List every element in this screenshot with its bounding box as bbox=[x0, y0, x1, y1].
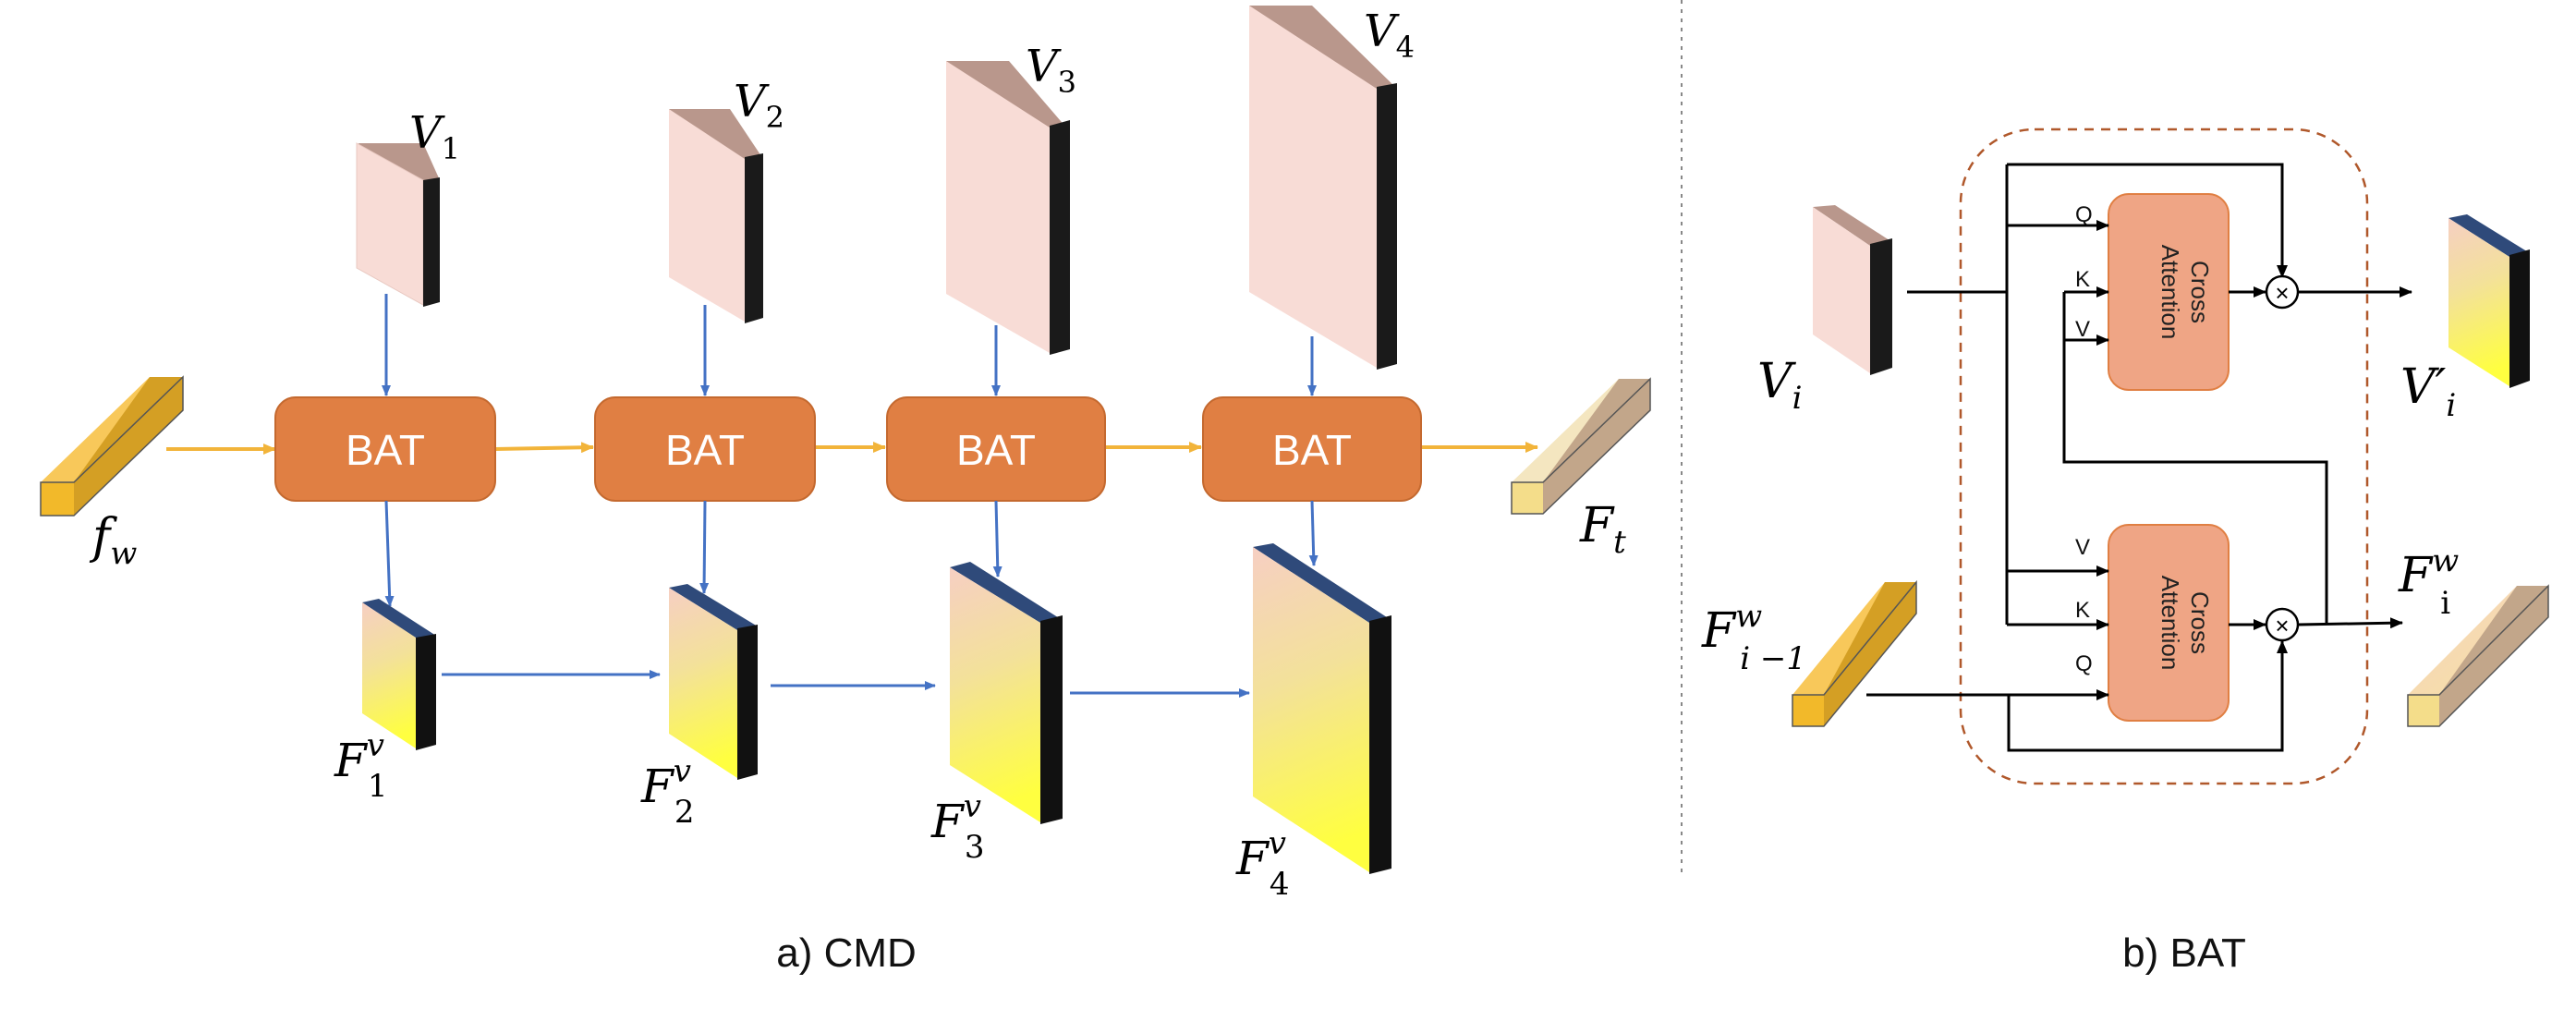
f2-map bbox=[669, 584, 758, 780]
input-fw-label: fw bbox=[89, 509, 137, 572]
f1-map bbox=[362, 599, 436, 750]
vout-label: V′i bbox=[2400, 359, 2456, 424]
v4-map bbox=[1249, 6, 1397, 370]
bat-block-4: BAT bbox=[1202, 396, 1422, 502]
caption-bat: b) BAT bbox=[2122, 930, 2246, 976]
fin-bar bbox=[1792, 579, 1917, 727]
arrow-bat4-f4 bbox=[1308, 500, 1318, 566]
arrow-bat1-f1 bbox=[384, 500, 395, 607]
bottom-port-v: V bbox=[2075, 535, 2090, 560]
main-path-arrows bbox=[166, 442, 1538, 455]
bat-block-1: BAT bbox=[274, 396, 496, 502]
input-fw-bar bbox=[40, 375, 184, 517]
cross-attention-top-label: CrossAttention bbox=[2157, 245, 2214, 340]
bat-block-3: BAT bbox=[886, 396, 1106, 502]
v4-label: V4 bbox=[1364, 6, 1415, 65]
fout-line bbox=[2298, 617, 2403, 629]
v3-label: V3 bbox=[1026, 41, 1076, 100]
arrow-bat1-bat2 bbox=[494, 442, 594, 454]
v1-label: V1 bbox=[409, 107, 460, 166]
v1-map bbox=[356, 142, 440, 307]
arrow-bat2-f2 bbox=[699, 500, 710, 594]
top-port-q: Q bbox=[2075, 202, 2093, 227]
bat-block-1-label: BAT bbox=[346, 426, 425, 474]
cmd-diagram: V1 V2 V3 V4 fw BAT bbox=[40, 6, 1651, 976]
multiply-top: × bbox=[2265, 274, 2300, 310]
bat-block-4-label: BAT bbox=[1272, 426, 1352, 474]
output-ft-label: Ft bbox=[1579, 498, 1626, 561]
bottom-port-k: K bbox=[2075, 598, 2090, 623]
multiply-bottom-symbol: × bbox=[2275, 612, 2289, 639]
arrow-bat3-f3 bbox=[992, 500, 1002, 577]
top-port-v: V bbox=[2075, 317, 2090, 342]
v2-map bbox=[669, 109, 763, 323]
bat-block-2: BAT bbox=[594, 396, 816, 502]
bat-connections bbox=[1866, 163, 2412, 752]
fin-bypass-line bbox=[2007, 640, 2288, 752]
vi-bypass-line bbox=[2007, 163, 2288, 278]
vout-map bbox=[2448, 214, 2530, 388]
bat-block-2-label: BAT bbox=[665, 426, 745, 474]
f3-map bbox=[950, 562, 1063, 824]
caption-cmd: a) CMD bbox=[776, 930, 917, 976]
f-chain-arrows bbox=[442, 670, 1250, 698]
bottom-port-q: Q bbox=[2075, 651, 2093, 676]
cross-attention-bottom: CrossAttention bbox=[2108, 524, 2230, 722]
v3-map bbox=[946, 61, 1070, 355]
cross-attention-top: CrossAttention bbox=[2108, 193, 2230, 391]
bat-block-3-label: BAT bbox=[956, 426, 1036, 474]
v-to-bat-arrows bbox=[382, 294, 1317, 396]
fout-bar bbox=[2407, 584, 2549, 727]
vi-map bbox=[1813, 205, 1892, 375]
bat-to-f-arrows bbox=[384, 500, 1318, 607]
multiply-top-symbol: × bbox=[2275, 279, 2289, 307]
cross-attention-bottom-label: CrossAttention bbox=[2157, 576, 2214, 671]
feedback-line bbox=[2062, 292, 2328, 625]
output-ft-bar bbox=[1511, 377, 1651, 515]
f4-map bbox=[1253, 543, 1391, 874]
multiply-bottom: × bbox=[2265, 607, 2300, 642]
top-port-k: K bbox=[2075, 267, 2090, 292]
v2-label: V2 bbox=[734, 76, 784, 135]
vi-label: Vi bbox=[1757, 354, 1802, 417]
